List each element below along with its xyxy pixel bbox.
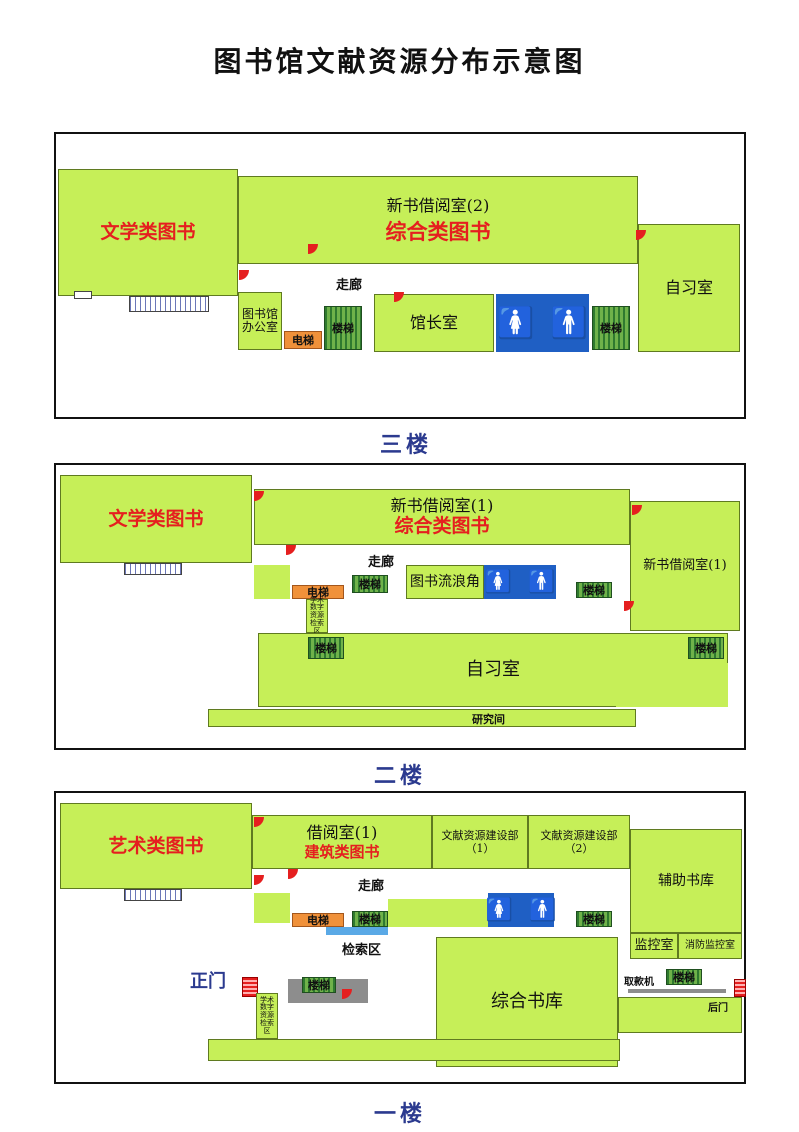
- elevator-f3: 电梯: [284, 331, 322, 349]
- stairs-b-f1: 楼梯: [576, 911, 612, 927]
- room-acq1-f1[interactable]: 文献资源建设部（1）: [432, 815, 528, 869]
- stairs-c-f2: 楼梯: [308, 637, 344, 659]
- corridor-label-f1: 走廊: [358, 879, 385, 894]
- room-office-f3[interactable]: 图书馆办公室: [238, 292, 282, 350]
- stairs-b-f2: 楼梯: [576, 582, 612, 598]
- room-borrow-f1-category: 建筑类图书: [304, 842, 380, 861]
- elevator-f1: 电梯: [292, 913, 344, 927]
- room-director-f3[interactable]: 馆长室: [374, 294, 494, 352]
- entrance-steps-f1: [124, 889, 182, 901]
- door-icon: [288, 869, 298, 879]
- room-new-books-right-f2[interactable]: 新书借阅室(1): [630, 501, 740, 631]
- room-small-f1: [254, 893, 290, 923]
- door-icon: [254, 875, 264, 885]
- stairs-a-f1: 楼梯: [352, 911, 388, 927]
- room-monitor-f1[interactable]: 监控室: [630, 933, 678, 959]
- door-icon: [254, 817, 264, 827]
- stairs-d-f1: 楼梯: [666, 969, 702, 985]
- female-icon: 🚺: [485, 897, 513, 923]
- room-search-area-f1: 检索区: [342, 943, 382, 958]
- stairs-right-f3: 楼梯: [592, 306, 630, 350]
- elevator-f2: 电梯: [292, 585, 344, 599]
- room-aux-stack-f1[interactable]: 辅助书库: [630, 829, 742, 933]
- stairs-d-f2: 楼梯: [688, 637, 724, 659]
- room-new-books-f2-name: 新书借阅室(1): [390, 496, 494, 515]
- door-icon: [632, 505, 642, 515]
- main-gate-label: 正门: [190, 971, 226, 992]
- floor-3-panel: 文学类图书 新书借阅室(2) 综合类图书 自习室 走廊 图书馆办公室 电梯 楼梯…: [54, 132, 746, 419]
- stairs-a-f2: 楼梯: [352, 575, 388, 593]
- back-gate-label: 后门: [708, 1003, 728, 1014]
- room-corridor-block-f1: [388, 899, 488, 927]
- floor-1-label: 一楼: [374, 1101, 427, 1127]
- door-icon: [239, 270, 249, 280]
- entrance-steps-f3: [129, 296, 209, 312]
- corridor-label-f3: 走廊: [336, 278, 363, 293]
- male-icon: 🚹: [529, 897, 557, 923]
- main-gate-door[interactable]: [242, 977, 258, 997]
- floor-2-panel: 文学类图书 新书借阅室(1) 综合类图书 新书借阅室(1) 走廊 电梯 楼梯 图…: [54, 463, 746, 750]
- atm-row-f1: [628, 989, 726, 993]
- window-f3: [74, 291, 92, 299]
- room-fire-monitor-f1[interactable]: 消防监控室: [678, 933, 742, 959]
- stairs-c-f1: 楼梯: [302, 977, 336, 993]
- room-acq2-f1[interactable]: 文献资源建设部（2）: [528, 815, 630, 869]
- room-self-study-ext-f2: [616, 663, 728, 707]
- male-icon: 🚹: [550, 305, 588, 341]
- door-icon: [636, 230, 646, 240]
- room-research-f2[interactable]: [208, 709, 636, 727]
- door-icon: [624, 601, 634, 611]
- door-icon: [308, 244, 318, 254]
- room-new-books-f2[interactable]: 新书借阅室(1) 综合类图书: [254, 489, 630, 545]
- floor-3-label: 三楼: [380, 432, 433, 458]
- room-borrow-f1[interactable]: 借阅室(1) 建筑类图书: [252, 815, 432, 869]
- room-bottom-strip-f1: [208, 1039, 620, 1061]
- male-icon: 🚹: [528, 569, 556, 595]
- room-digital-search-f1[interactable]: 学术数字资源检索区: [256, 993, 278, 1039]
- room-digital-search-f2[interactable]: 学术数字资源检索区: [306, 596, 328, 634]
- female-icon: 🚺: [497, 305, 535, 341]
- room-book-corner-f2[interactable]: 图书流浪角: [406, 565, 484, 599]
- room-research-label-f2: 研究间: [472, 713, 505, 726]
- toilets-f2[interactable]: 🚺🚹: [484, 565, 556, 599]
- corridor-label-f2: 走廊: [368, 555, 395, 570]
- floor-1-panel: 艺术类图书 借阅室(1) 建筑类图书 文献资源建设部（1） 文献资源建设部（2）…: [54, 791, 746, 1084]
- toilets-f3[interactable]: 🚺🚹: [496, 294, 589, 352]
- atm-label-f1: 取款机: [624, 977, 654, 988]
- entrance-steps-f2: [124, 563, 182, 575]
- room-art-f1[interactable]: 艺术类图书: [60, 803, 252, 889]
- door-icon: [286, 545, 296, 555]
- female-icon: 🚺: [484, 569, 512, 595]
- search-desk-f1: [326, 927, 388, 935]
- room-literature-f3[interactable]: 文学类图书: [58, 169, 238, 296]
- door-icon: [394, 292, 404, 302]
- back-gate-door[interactable]: [734, 979, 746, 997]
- room-literature-f2[interactable]: 文学类图书: [60, 475, 252, 563]
- room-small-f2: [254, 565, 290, 599]
- floor-2-label: 二楼: [374, 763, 427, 789]
- room-self-study-f3[interactable]: 自习室: [638, 224, 740, 352]
- room-new-books-f3[interactable]: 新书借阅室(2) 综合类图书: [238, 176, 638, 264]
- door-icon: [254, 491, 264, 501]
- page-title: 图书馆文献资源分布示意图: [213, 45, 586, 78]
- room-new-books-f3-category: 综合类图书: [385, 219, 491, 244]
- room-new-books-f2-category: 综合类图书: [394, 515, 490, 538]
- toilets-f1[interactable]: 🚺🚹: [485, 893, 557, 927]
- room-lobby-right-f1: [618, 997, 742, 1033]
- room-borrow-f1-name: 借阅室(1): [306, 823, 378, 843]
- room-new-books-f3-name: 新书借阅室(2): [386, 195, 490, 215]
- stairs-left-f3: 楼梯: [324, 306, 362, 350]
- door-icon: [342, 989, 352, 999]
